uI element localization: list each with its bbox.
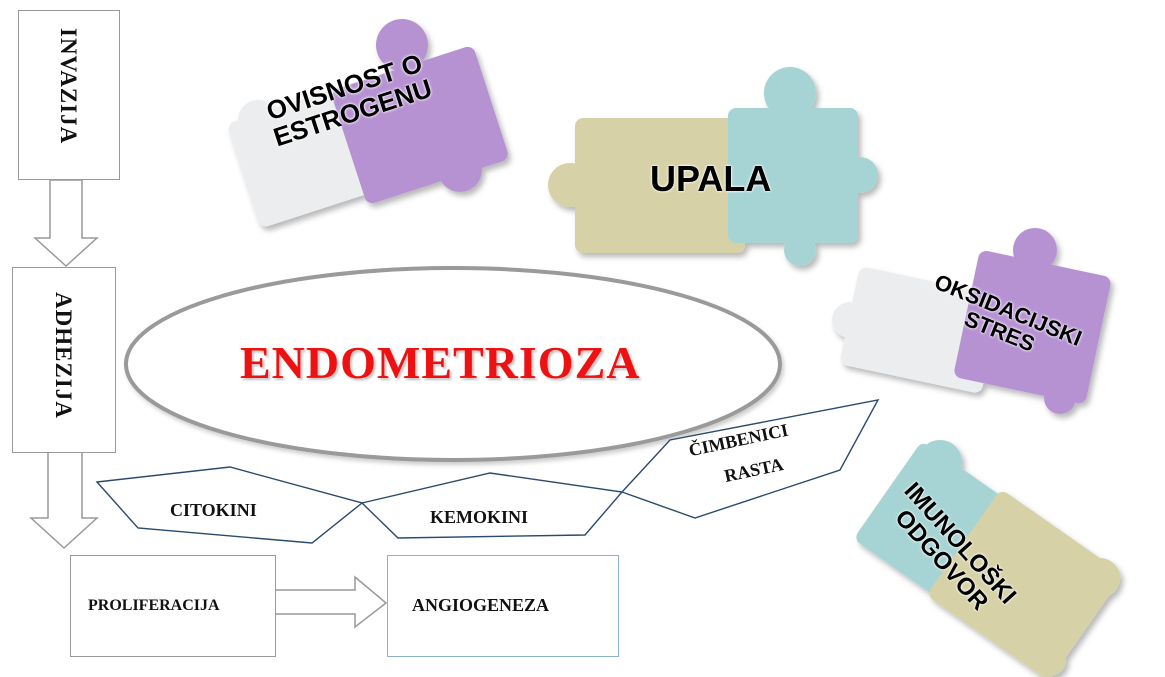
puzzle-label-inflammation: UPALA [650, 158, 772, 199]
label-invasion: INVAZIJA [56, 28, 81, 145]
box-proliferation [70, 555, 276, 657]
box-invasion [18, 10, 120, 180]
arrow-right [274, 557, 388, 629]
arrow-down-2 [29, 451, 99, 550]
puzzle-estrogen [228, 19, 508, 227]
label-chemokines: KEMOKINI [430, 507, 529, 527]
label-angiogenesis: ANGIOGENEZA [412, 595, 550, 615]
label-adhesion: ADHEZIJA [51, 292, 76, 419]
box-angiogenesis [387, 555, 619, 657]
box-adhesion [12, 267, 116, 453]
center-title: ENDOMETRIOZA [240, 337, 641, 388]
puzzle-immune-response [856, 440, 1121, 677]
arrow-down-1 [33, 179, 99, 268]
label-cytokines: CITOKINI [170, 500, 257, 520]
puzzle-inflammation [548, 67, 878, 266]
pentagon-growth-factors [620, 399, 880, 519]
center-ellipse [124, 266, 782, 462]
pentagon-chemokines [360, 472, 624, 539]
puzzle-oxidative-stress [832, 228, 1111, 414]
pentagon-cytokines [95, 466, 364, 544]
label-proliferation: PROLIFERACIJA [88, 597, 220, 614]
